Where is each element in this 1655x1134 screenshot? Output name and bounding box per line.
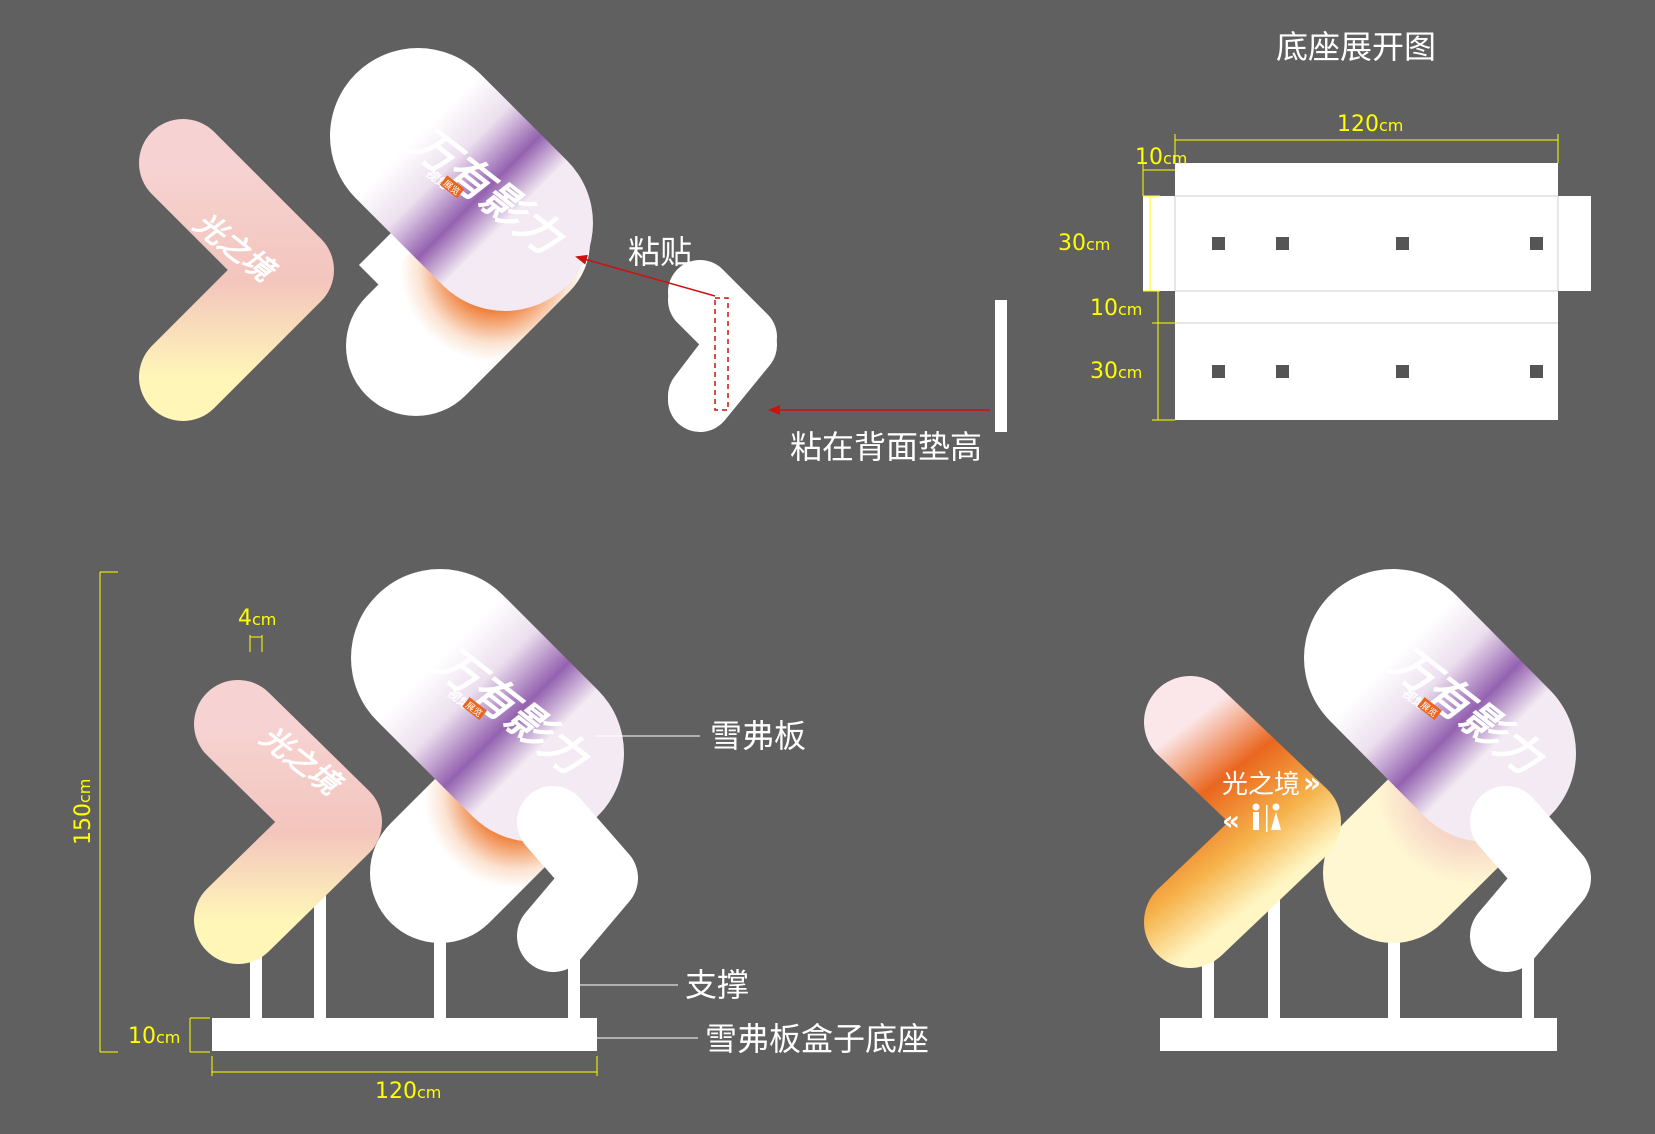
right-arrow-right-icon: »	[1303, 766, 1321, 799]
front-small-chevron-sign: 光之境	[194, 680, 382, 964]
right-big-double-sign: 万有影力 视觉 展览	[1304, 569, 1576, 943]
restroom-icon	[1252, 803, 1281, 832]
top-white-backing-chevron	[668, 260, 777, 432]
label-paste: 粘贴	[628, 233, 692, 271]
top-big-sign-badge-bg	[439, 175, 465, 199]
right-base-box	[1160, 1018, 1557, 1051]
front-height-dim: 150cm	[71, 779, 96, 845]
label-support: 支撑	[685, 966, 749, 1004]
label-board: 雪弗板	[710, 717, 806, 755]
front-dimensions	[99, 571, 598, 1076]
unfold-dimensions	[1142, 134, 1559, 421]
unfold-width-dim: 120cm	[1337, 112, 1403, 137]
right-white-backing-chevron	[1470, 786, 1591, 972]
glue-area-dashed	[714, 297, 729, 411]
paste-arrow	[575, 254, 716, 297]
top-big-double-sign: 万有影力 视觉 展览	[330, 48, 593, 416]
right-orange-sign-text: 光之境	[1222, 770, 1300, 800]
unfold-side2-dim: 30cm	[1090, 359, 1142, 384]
unfold-side-dim: 30cm	[1058, 231, 1110, 256]
right-big-sign-badge-bg	[1417, 697, 1442, 721]
profile-bar	[995, 300, 1007, 432]
unfold-net	[1143, 163, 1591, 420]
front-white-backing-chevron	[517, 786, 638, 972]
unfold-title: 底座展开图	[1276, 28, 1436, 66]
right-orange-chevron-sign: 光之境 » «	[1144, 676, 1341, 968]
front-thick-dim: 4cm	[238, 606, 276, 631]
unfold-mid-dim: 10cm	[1090, 296, 1142, 321]
label-back: 粘在背面垫高	[790, 428, 982, 466]
front-base-box	[212, 1018, 597, 1051]
front-base-h-dim: 10cm	[128, 1024, 180, 1049]
unfold-flap-dim: 10cm	[1135, 145, 1187, 170]
front-big-sign-badge-bg	[462, 697, 487, 721]
top-small-chevron-sign: 光之境	[139, 119, 334, 421]
front-base-w-dim: 120cm	[375, 1079, 441, 1104]
right-arrow-left-icon: «	[1222, 804, 1240, 837]
label-base: 雪弗板盒子底座	[705, 1020, 929, 1058]
